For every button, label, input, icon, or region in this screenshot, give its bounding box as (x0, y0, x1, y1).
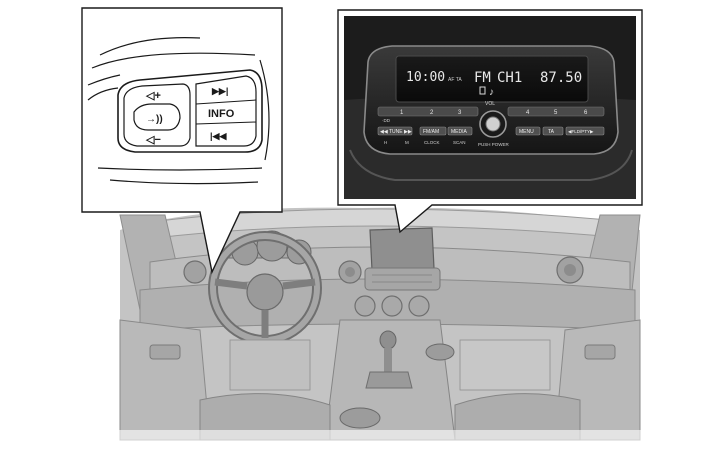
vol-label: VOL (485, 101, 495, 107)
volume-up-button[interactable]: ◁+ (145, 90, 161, 102)
audio-unit-callout: 10:00 AF TA FM CH1 87.50 ♪ 1 2 3 4 5 6 ·… (337, 9, 643, 234)
preset-buttons: 1 2 3 4 5 6 (377, 106, 605, 117)
preset-1[interactable]: 1 (400, 110, 404, 116)
fld-pty-button-label: ◀FLD/PTY▶ (568, 129, 594, 134)
push-power-label: PUSH POWER (478, 142, 510, 147)
tune-button-label: ◀◀ TUNE ▶▶ (380, 129, 412, 135)
lcd-frequency: 87.50 (540, 70, 582, 86)
volume-down-button[interactable]: ◁− (145, 134, 161, 146)
sub-label-h: H (384, 140, 387, 145)
lcd-band: FM (474, 70, 491, 86)
sub-label-scan: SCAN (453, 140, 466, 145)
lcd-af-ta: AF TA (448, 77, 462, 83)
preset-4[interactable]: 4 (526, 110, 530, 116)
tune-button[interactable] (377, 126, 413, 136)
battery-icon (479, 86, 486, 95)
fld-pty-button[interactable] (565, 126, 605, 136)
preset-5[interactable]: 5 (554, 110, 558, 116)
lcd-channel: CH1 (497, 70, 522, 86)
sub-label-clock: CLOCK (424, 140, 440, 145)
menu-button[interactable] (515, 126, 541, 136)
volume-knob-cap[interactable] (485, 116, 501, 132)
fm-am-button-label: FM/AM (423, 129, 439, 135)
lcd-clock: 10:00 (406, 70, 445, 85)
media-button[interactable] (447, 126, 473, 136)
voice-button[interactable]: →)) (146, 114, 163, 125)
preset-sub-label: ·DD (382, 118, 391, 123)
media-button-label: MEDIA (451, 129, 468, 135)
music-note-icon: ♪ (489, 87, 494, 98)
ta-button[interactable] (542, 126, 564, 136)
ta-button-label: TA (548, 129, 555, 135)
steering-switch-callout: ◁+ →)) ◁− ▶▶| INFO |◀◀ (81, 7, 283, 275)
function-buttons: ◀◀ TUNE ▶▶ FM/AM MEDIA MENU TA ◀FLD/PTY▶ (377, 126, 605, 136)
preset-3[interactable]: 3 (458, 110, 462, 116)
next-track-button[interactable]: ▶▶| (211, 86, 228, 96)
preset-2[interactable]: 2 (430, 110, 434, 116)
info-button[interactable]: INFO (208, 108, 235, 120)
menu-button-label: MENU (519, 129, 534, 135)
fm-am-button[interactable] (419, 126, 447, 136)
preset-6[interactable]: 6 (584, 110, 588, 116)
sub-label-m: M (405, 140, 409, 145)
car-interior (0, 207, 725, 450)
prev-track-button[interactable]: |◀◀ (210, 131, 227, 141)
